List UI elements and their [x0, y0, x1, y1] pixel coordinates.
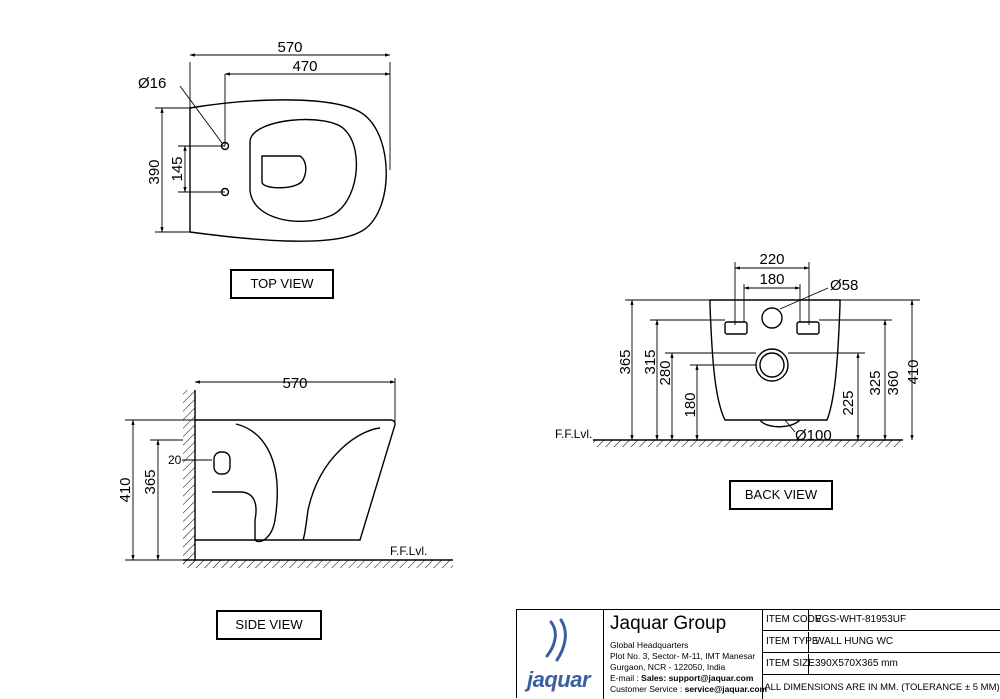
dim-top-145: 145	[169, 156, 186, 181]
title-block: jaquar Jaquar Group Global Headquarters …	[516, 609, 1000, 699]
dim-side-20: 20	[168, 453, 182, 467]
dim-top-470: 470	[292, 58, 317, 75]
dim-back-410: 410	[905, 359, 922, 384]
email-line: E-mail : Sales: support@jaquar.com	[610, 673, 754, 683]
dim-top-390: 390	[146, 159, 163, 184]
back-floor-label: F.F.Lvl.	[555, 427, 592, 441]
dim-back-325: 325	[867, 370, 884, 395]
top-view-dimensions	[155, 53, 391, 233]
dim-side-410: 410	[117, 477, 134, 502]
service-link[interactable]: service@jaquar.com	[684, 684, 768, 694]
item-size-value: 390X570X365 mm	[815, 658, 898, 669]
dim-back-inlet-dia: Ø58	[830, 277, 858, 294]
back-view-drawing	[709, 299, 841, 428]
item-type-row: ITEM TYPE WALL HUNG WC	[763, 632, 1000, 653]
side-view-drawing	[195, 419, 396, 543]
dim-back-360: 360	[885, 370, 902, 395]
address-line: Gurgaon, NCR - 122050, India	[610, 662, 726, 672]
side-view-wall	[183, 390, 453, 568]
dim-back-280: 280	[657, 360, 674, 385]
service-line: Customer Service : service@jaquar.com	[610, 684, 768, 694]
dim-top-hole-dia: Ø16	[138, 75, 166, 92]
brand-logo: jaquar	[517, 610, 604, 699]
side-floor-label: F.F.Lvl.	[390, 544, 427, 558]
email-link[interactable]: Sales: support@jaquar.com	[641, 673, 754, 683]
dim-back-180: 180	[682, 392, 699, 417]
dim-side-570: 570	[282, 375, 307, 392]
item-code-key: ITEM CODE	[763, 610, 822, 630]
side-view-dimensions	[125, 378, 396, 561]
dim-back-outlet-dia: Ø100	[795, 427, 832, 444]
dim-back-315: 315	[642, 349, 659, 374]
back-view-dimensions	[625, 262, 920, 441]
company-name: Jaquar Group	[610, 613, 727, 634]
side-view-label: SIDE VIEW	[216, 610, 322, 640]
dim-back-220: 220	[759, 251, 784, 268]
dimensions-note: ALL DIMENSIONS ARE IN MM. (TOLERANCE ± 5…	[764, 682, 1000, 693]
dim-back-225: 225	[840, 390, 857, 415]
company-info: Jaquar Group Global Headquarters Plot No…	[604, 610, 767, 699]
address-line: Plot No. 3, Sector- M-11, IMT Manesar	[610, 651, 756, 661]
item-size-key: ITEM SIZE	[763, 654, 815, 674]
back-view-floor	[593, 439, 903, 447]
brand-wordmark: jaquar	[527, 667, 591, 692]
item-type-value: WALL HUNG WC	[815, 636, 894, 647]
brand-mark-icon	[545, 618, 567, 662]
item-type-key: ITEM TYPE	[763, 632, 819, 652]
item-code-row: ITEM CODE VGS-WHT-81953UF	[763, 610, 1000, 631]
dim-side-365: 365	[142, 469, 159, 494]
item-code-value: VGS-WHT-81953UF	[815, 614, 907, 625]
address-line: Global Headquarters	[610, 640, 689, 650]
dim-back-180: 180	[759, 271, 784, 288]
back-view-label: BACK VIEW	[729, 480, 833, 510]
dim-top-570: 570	[277, 39, 302, 56]
top-view-drawing	[189, 99, 387, 242]
item-size-row: ITEM SIZE 390X570X365 mm	[763, 654, 1000, 675]
top-view-label: TOP VIEW	[230, 269, 334, 299]
dim-back-365: 365	[617, 349, 634, 374]
